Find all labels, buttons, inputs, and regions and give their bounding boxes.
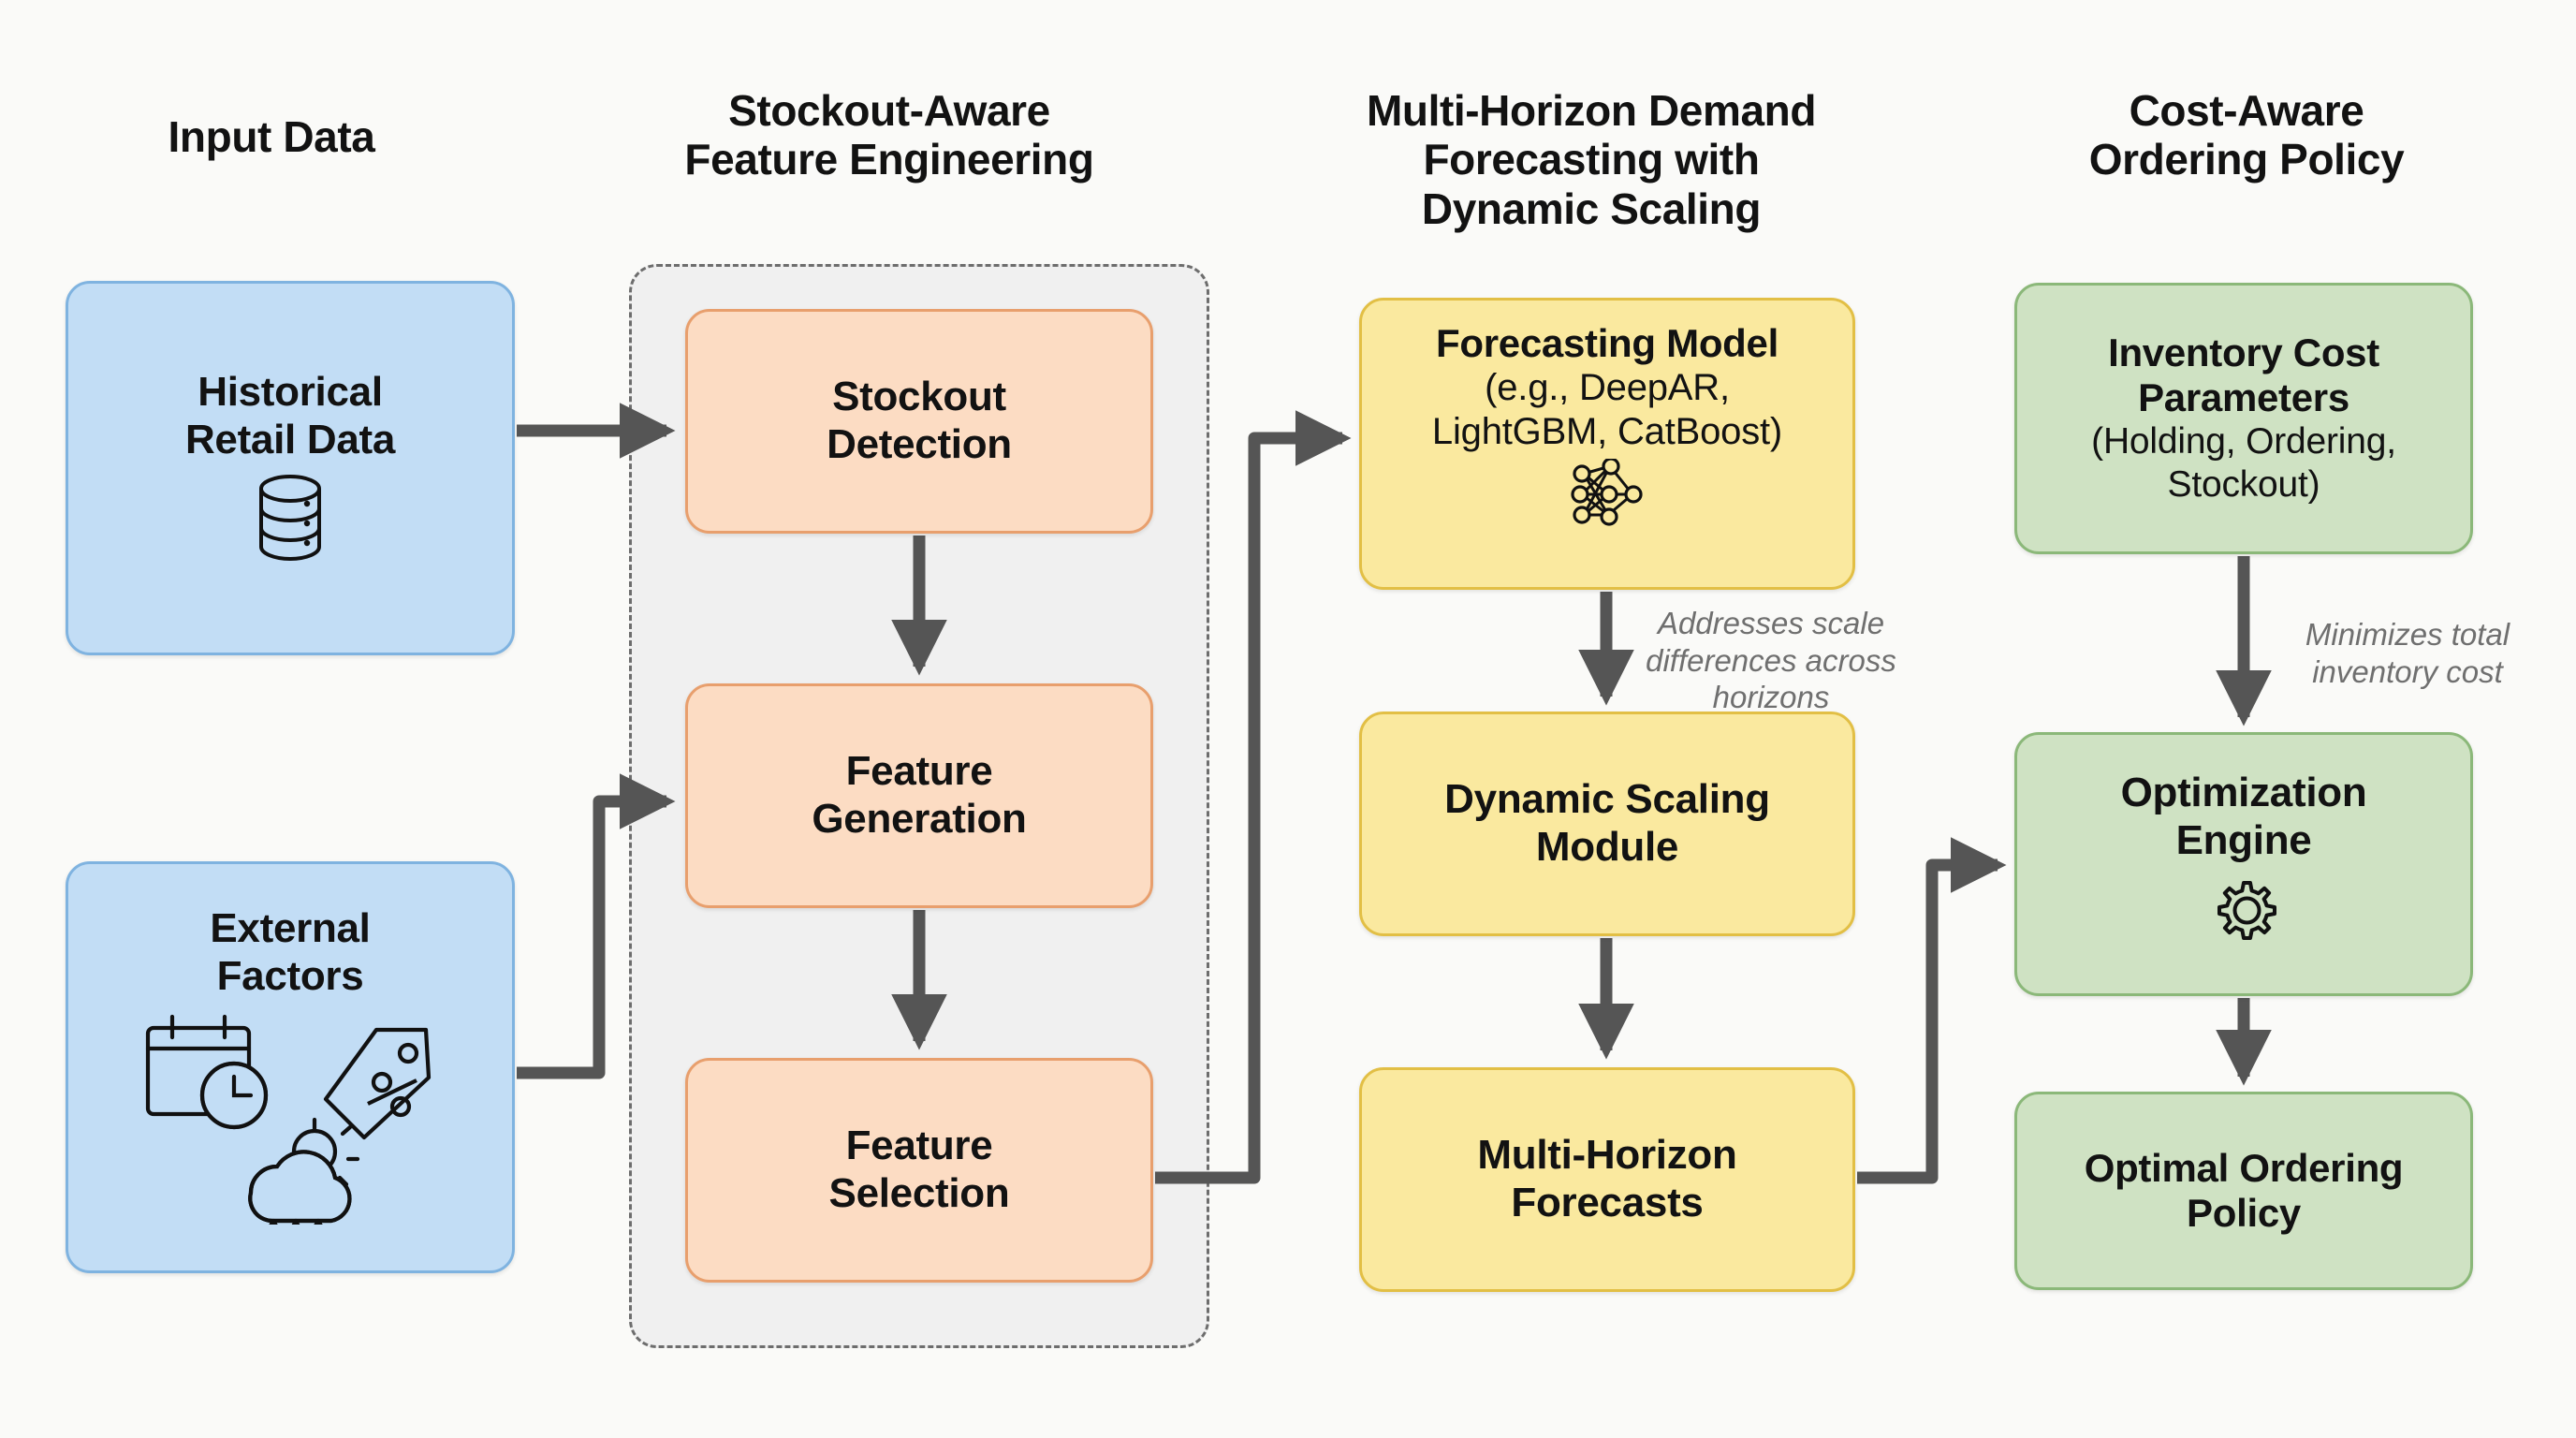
- external-factors-icon-group: [131, 1009, 449, 1240]
- node-inventory-cost-parameters[interactable]: Inventory Cost Parameters (Holding, Orde…: [2014, 283, 2473, 554]
- node-subtitle-line: LightGBM, CatBoost): [1431, 411, 1783, 453]
- annotation-line: horizons: [1712, 680, 1830, 715]
- column-header-line: Cost-Aware: [2129, 86, 2364, 135]
- edge-external-to-feature-generation: [517, 773, 676, 1079]
- node-title-line: Parameters: [2138, 374, 2349, 419]
- node-title-line: Selection: [828, 1170, 1010, 1216]
- node-title-line: Historical: [198, 368, 383, 415]
- node-multi-horizon-forecasts[interactable]: Multi-Horizon Forecasts: [1359, 1067, 1855, 1292]
- node-optimization-engine[interactable]: Optimization Engine: [2014, 732, 2473, 996]
- gear-icon: [2204, 875, 2283, 959]
- node-external-factors[interactable]: External Factors: [66, 861, 515, 1273]
- annotation-line: Addresses scale: [1657, 606, 1885, 640]
- column-header-line: Stockout-Aware: [728, 86, 1050, 135]
- edge-feature-selection-to-forecasting-model: [1155, 410, 1352, 1184]
- column-header-feature-engineering: Stockout-Aware Feature Engineering: [580, 86, 1198, 184]
- annotation-line: inventory cost: [2312, 653, 2503, 689]
- column-header-ordering-policy: Cost-Aware Ordering Policy: [1966, 86, 2527, 184]
- node-title-line: Feature: [845, 1123, 993, 1169]
- node-title-line: External: [210, 904, 371, 951]
- node-title-line: Stockout: [832, 374, 1006, 420]
- node-title-line: Inventory Cost: [2108, 330, 2379, 374]
- database-icon: [252, 473, 329, 567]
- node-historical-retail-data[interactable]: Historical Retail Data: [66, 281, 515, 655]
- neural-network-icon: [1567, 457, 1647, 533]
- node-title-line: Generation: [812, 796, 1027, 842]
- column-header-input-data: Input Data: [56, 112, 487, 161]
- node-forecasting-model[interactable]: Forecasting Model (e.g., DeepAR, LightGB…: [1359, 298, 1855, 590]
- node-title-line: Forecasts: [1511, 1180, 1704, 1225]
- node-title-line: Module: [1535, 824, 1679, 870]
- column-header-line: Multi-Horizon Demand: [1366, 86, 1817, 135]
- column-header-forecasting: Multi-Horizon Demand Forecasting with Dy…: [1282, 86, 1900, 233]
- node-title-line: Dynamic Scaling: [1444, 776, 1770, 823]
- column-header-line: Forecasting with: [1423, 135, 1760, 184]
- annotation-cost-note: Minimizes total inventory cost: [2267, 616, 2548, 690]
- node-title-line: Feature: [845, 748, 993, 795]
- node-title-line: Multi-Horizon: [1477, 1132, 1737, 1179]
- node-title-line: Factors: [216, 952, 364, 999]
- annotation-scaling-note: Addresses scale differences across horiz…: [1631, 605, 1911, 716]
- node-dynamic-scaling-module[interactable]: Dynamic Scaling Module: [1359, 712, 1855, 936]
- column-header-line: Feature Engineering: [684, 135, 1094, 184]
- node-feature-generation[interactable]: Feature Generation: [685, 683, 1153, 908]
- annotation-line: differences across: [1646, 642, 1896, 678]
- column-header-line: Ordering Policy: [2088, 135, 2405, 184]
- node-title-line: Retail Data: [184, 416, 396, 462]
- node-subtitle-line: Stockout): [2167, 464, 2320, 506]
- column-header-line: Input Data: [168, 112, 375, 161]
- node-title-line: Engine: [2175, 816, 2312, 863]
- node-optimal-ordering-policy[interactable]: Optimal Ordering Policy: [2014, 1092, 2473, 1290]
- edge-forecasts-to-optimization-engine: [1857, 837, 2007, 1184]
- annotation-line: Minimizes total: [2305, 617, 2510, 652]
- node-feature-selection[interactable]: Feature Selection: [685, 1058, 1153, 1283]
- node-title-line: Optimal Ordering: [2084, 1145, 2404, 1190]
- node-title-line: Optimization: [2120, 769, 2367, 815]
- node-title-line: Detection: [827, 421, 1012, 467]
- node-stockout-detection[interactable]: Stockout Detection: [685, 309, 1153, 534]
- node-subtitle-line: (e.g., DeepAR,: [1485, 367, 1730, 409]
- node-subtitle-line: (Holding, Ordering,: [2091, 421, 2396, 462]
- column-header-line: Dynamic Scaling: [1421, 183, 1762, 233]
- node-title-line: Policy: [2187, 1191, 2301, 1235]
- node-title-line: Forecasting Model: [1436, 321, 1778, 365]
